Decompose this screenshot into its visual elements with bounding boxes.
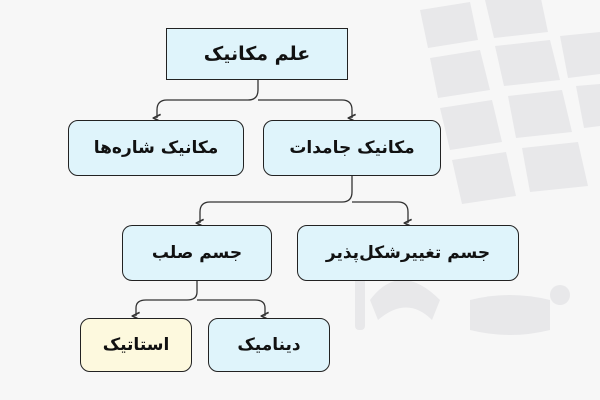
node-deformable-body: جسم تغییرشکل‌پذیر <box>297 225 519 281</box>
connector-rigid <box>136 281 198 316</box>
node-dynamics: دینامیک <box>208 318 330 372</box>
connector-root-right <box>258 99 352 118</box>
node-fluid-mechanics: مکانیک شاره‌ها <box>68 120 244 176</box>
watermark-tile-grid <box>420 0 600 204</box>
connector-rigid-right <box>197 299 265 316</box>
node-root-mechanics: علم مکانیک <box>166 28 348 80</box>
connector-solid <box>200 176 353 223</box>
node-statics: استاتیک <box>80 318 192 372</box>
connector-root <box>157 80 259 118</box>
node-solid-mechanics: مکانیک جامدات <box>263 120 441 176</box>
connector-solid-right <box>352 201 408 223</box>
node-rigid-body: جسم صلب <box>122 225 272 281</box>
